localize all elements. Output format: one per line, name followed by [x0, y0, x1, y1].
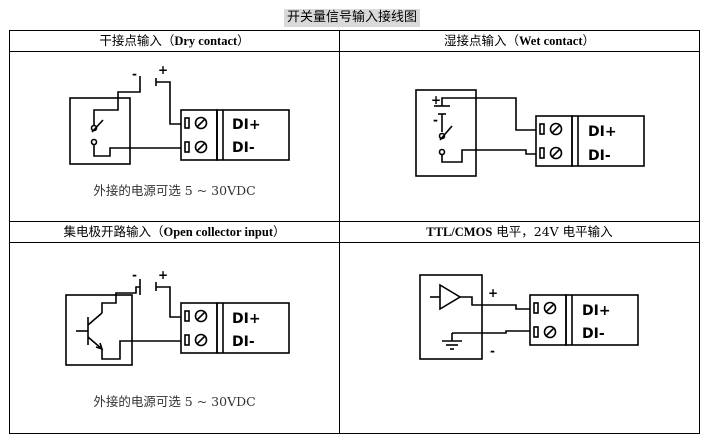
open-collector-diagram: - + DI+ DI-: [65, 268, 290, 366]
di-minus-label: DI-: [232, 140, 255, 156]
header-open-collector: 集电极开路输入（Open collector input）: [9, 221, 340, 243]
open-collector-caption: 外接的电源可选 5 ~ 30VDC: [93, 394, 256, 409]
oc-di-minus-label: DI-: [232, 334, 255, 350]
oc-di-plus-label: DI+: [232, 311, 261, 327]
battery-minus-label: -: [132, 67, 137, 81]
dry-contact-caption: 外接的电源可选 5 ~ 30VDC: [93, 183, 256, 198]
header-wet-contact: 湿接点输入（Wet contact）: [339, 30, 700, 52]
wet-plus-label: +: [431, 93, 441, 107]
wet-di-minus-label: DI-: [588, 148, 611, 164]
oc-battery-minus-label: -: [132, 268, 137, 282]
wet-contact-diagram: + - DI+ DI-: [415, 89, 645, 177]
di-plus-label: DI+: [232, 117, 261, 133]
ttl-di-plus-label: DI+: [582, 303, 611, 319]
ttl-di-minus-label: DI-: [582, 326, 605, 342]
ttl-plus-label: +: [488, 286, 498, 300]
panel-open-collector: - + DI+ DI- 外接的电源可选 5 ~ 30VDC: [9, 242, 340, 434]
wet-minus-label: -: [433, 113, 438, 127]
wet-di-plus-label: DI+: [588, 124, 617, 140]
battery-plus-label: +: [158, 63, 168, 77]
oc-battery-plus-label: +: [158, 268, 168, 282]
header-dry-contact: 干接点输入（Dry contact）: [9, 30, 340, 52]
wiring-table: 干接点输入（Dry contact） 湿接点输入（Wet contact）: [9, 30, 700, 434]
panel-ttl-cmos: + - DI+ DI-: [339, 242, 700, 434]
ttl-minus-label: -: [490, 344, 495, 358]
panel-wet-contact: + - DI+ DI-: [339, 51, 700, 222]
page-title: 开关量信号输入接线图: [284, 9, 421, 27]
dry-contact-diagram: - + DI+ DI-: [69, 63, 290, 165]
panel-dry-contact: - + DI+ DI- 外接的电源可选 5 ~ 30VDC: [9, 51, 340, 222]
header-ttl-cmos: TTL/CMOS 电平，24V 电平输入: [339, 221, 700, 243]
ttl-cmos-diagram: + - DI+ DI-: [419, 274, 639, 360]
